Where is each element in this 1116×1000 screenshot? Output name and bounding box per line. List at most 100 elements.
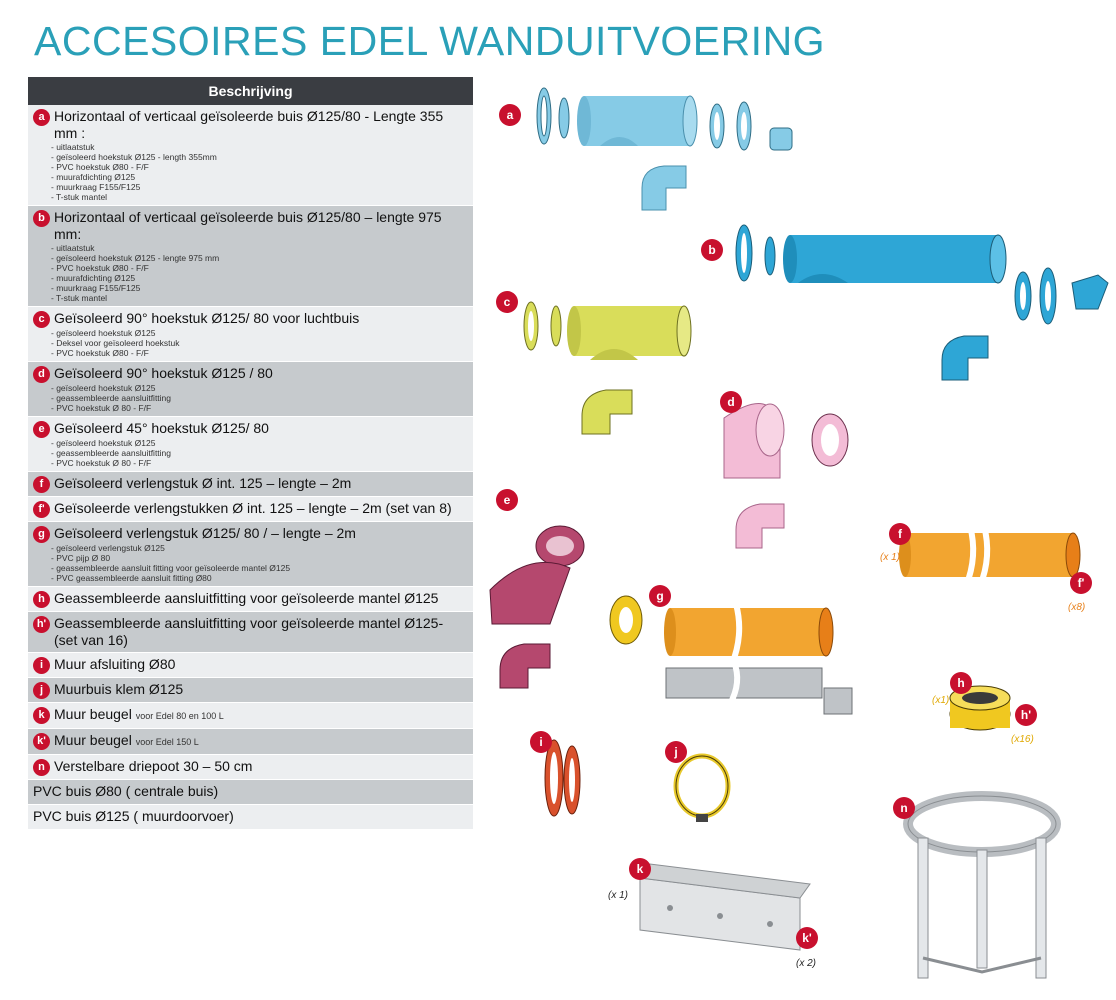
svg-text:c: c: [504, 295, 511, 309]
label-f: f: [889, 523, 911, 545]
item-badge: h': [33, 616, 50, 633]
row-title: Muur afsluiting Ø80: [54, 656, 175, 673]
row-title: Geïsoleerd 45° hoekstuk Ø125/ 80: [54, 420, 269, 437]
row-title-text: Muurbuis klem Ø125: [54, 681, 184, 697]
component-item: - PVC hoekstuk Ø80 - F/F: [51, 263, 149, 273]
table-row: f'Geïsoleerde verlengstukken Ø int. 125 …: [28, 497, 473, 522]
item-badge: c: [33, 311, 50, 328]
component-item: - geïsoleerd hoekstuk Ø125 - lengte 975 …: [51, 253, 220, 263]
component-item: - geassembleerde aansluitfitting: [51, 393, 172, 403]
item-badge: f': [33, 501, 50, 518]
label-e: e: [496, 489, 518, 511]
label-g: g: [649, 585, 671, 607]
item-d-image: [723, 403, 849, 549]
row-title-text: Muur beugel: [54, 706, 132, 722]
row-title-text: Geassembleerde aansluitfitting voor geïs…: [54, 590, 439, 606]
svg-text:j: j: [673, 745, 677, 759]
row-title: Geassembleerde aansluitfitting voor geïs…: [54, 590, 438, 607]
component-item: - uitlaatstuk: [51, 243, 95, 253]
component-item: - geïsoleerd hoekstuk Ø125: [51, 383, 156, 393]
row-title: Horizontaal of verticaal geïsoleerde bui…: [54, 209, 467, 243]
accessories-illustration: a b c d: [480, 78, 1116, 1000]
row-title-text: Geïsoleerde verlengstukken Ø int. 125 – …: [54, 500, 452, 516]
table-row: k'Muur beugel voor Edel 150 L: [28, 729, 473, 755]
row-title-text: Geïsoleerd verlengstuk Ø int. 125 – leng…: [54, 475, 352, 491]
label-k-prime: k': [796, 927, 818, 949]
svg-text:g: g: [656, 589, 663, 603]
item-f-image: [899, 525, 1081, 588]
row-title-text: PVC buis Ø125 ( muurdoorvoer): [33, 808, 234, 824]
illustration-svg: a b c d: [489, 87, 1109, 979]
table-row: h'Geassembleerde aansluitfitting voor ge…: [28, 612, 473, 653]
item-i-image: [544, 739, 581, 817]
item-g-image: [609, 595, 853, 715]
row-title: PVC buis Ø80 ( centrale buis): [33, 783, 218, 800]
row-title-text: Horizontaal of verticaal geïsoleerde bui…: [54, 209, 442, 242]
label-n: n: [893, 797, 915, 819]
row-components: - geïsoleerd hoekstuk Ø125- geassembleer…: [33, 383, 467, 413]
qty-k-prime: (x 2): [796, 958, 816, 969]
table-header: Beschrijving: [28, 77, 473, 105]
qty-f: (x 1): [880, 552, 900, 563]
item-n-image: [903, 791, 1061, 979]
row-title: Geïsoleerd 90° hoekstuk Ø125 / 80: [54, 365, 273, 382]
component-item: - PVC geassembleerde aansluit fitting Ø8…: [51, 573, 212, 583]
svg-text:e: e: [504, 493, 511, 507]
component-item: - geassembleerde aansluit fitting voor g…: [51, 563, 291, 573]
row-title-text: Geïsoleerd 90° hoekstuk Ø125 / 80: [54, 365, 273, 381]
row-note: voor Edel 150 L: [135, 737, 199, 747]
row-note: voor Edel 80 en 100 L: [135, 711, 224, 721]
item-badge: e: [33, 421, 50, 438]
label-k: k: [629, 858, 651, 880]
row-title-text: Geïsoleerd 45° hoekstuk Ø125/ 80: [54, 420, 269, 436]
component-item: - T-stuk mantel: [51, 192, 108, 202]
row-title: Geïsoleerde verlengstukken Ø int. 125 – …: [54, 500, 452, 517]
qty-k: (x 1): [608, 890, 628, 901]
row-title: Geïsoleerd 90° hoekstuk Ø125/ 80 voor lu…: [54, 310, 359, 327]
component-item: - PVC hoekstuk Ø 80 - F/F: [51, 458, 152, 468]
row-heading: f'Geïsoleerde verlengstukken Ø int. 125 …: [33, 500, 467, 518]
label-i: i: [530, 731, 552, 753]
item-badge: n: [33, 759, 50, 776]
component-item: - PVC hoekstuk Ø80 - F/F: [51, 348, 149, 358]
row-title-text: Muur afsluiting Ø80: [54, 656, 176, 672]
item-badge: h: [33, 591, 50, 608]
component-item: - PVC hoekstuk Ø80 - F/F: [51, 162, 149, 172]
row-title-text: PVC buis Ø80 ( centrale buis): [33, 783, 219, 799]
component-item: - geïsoleerd hoekstuk Ø125 - length 355m…: [51, 152, 217, 162]
row-title: Verstelbare driepoot 30 – 50 cm: [54, 758, 252, 775]
label-a: a: [499, 104, 521, 126]
svg-text:k: k: [637, 862, 644, 876]
svg-text:n: n: [900, 801, 907, 815]
row-components: - uitlaatstuk- geïsoleerd hoekstuk Ø125 …: [33, 142, 467, 202]
row-title: Geïsoleerd verlengstuk Ø125/ 80 / – leng…: [54, 525, 356, 542]
row-heading: k'Muur beugel voor Edel 150 L: [33, 732, 467, 751]
item-badge: k: [33, 707, 50, 724]
svg-text:h: h: [957, 676, 964, 690]
item-badge: b: [33, 210, 50, 227]
component-item: - uitlaatstuk: [51, 142, 95, 152]
qty-h-prime: (x16): [1011, 734, 1034, 745]
row-heading: PVC buis Ø125 ( muurdoorvoer): [33, 808, 467, 826]
svg-text:h': h': [1021, 708, 1031, 722]
svg-text:f: f: [898, 527, 903, 541]
item-badge: i: [33, 657, 50, 674]
row-title-text: Muur beugel: [54, 732, 132, 748]
qty-f-prime: (x8): [1068, 602, 1085, 613]
component-item: - Deksel voor geïsoleerd hoekstuk: [51, 338, 180, 348]
